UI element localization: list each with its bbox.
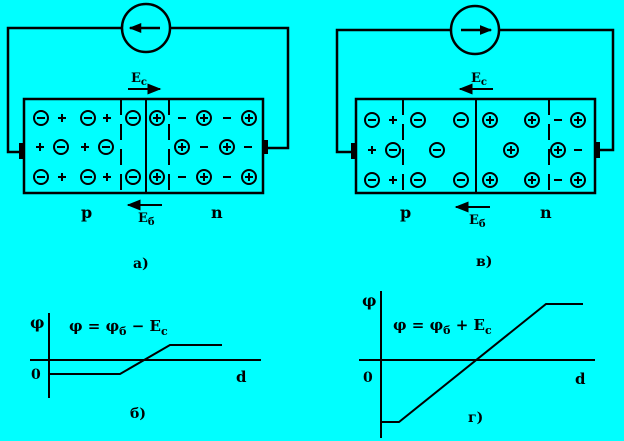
ion-plus-icon bbox=[482, 112, 498, 128]
circuit-wire-a-right bbox=[170, 26, 290, 150]
ion-plus-icon bbox=[524, 172, 540, 188]
caption-v: в) bbox=[476, 254, 492, 270]
n-region-label-v: n bbox=[540, 203, 552, 222]
hole-plus-icon bbox=[58, 114, 66, 122]
ion-plus-icon bbox=[196, 110, 212, 126]
hole-plus-icon bbox=[368, 146, 376, 154]
p-region-label-v: p bbox=[400, 203, 411, 222]
field-label-c-a: Ec bbox=[131, 71, 147, 88]
caption-a: а) bbox=[133, 256, 149, 272]
hole-plus-icon bbox=[81, 143, 89, 151]
n-region-label-a: n bbox=[211, 203, 223, 222]
equation-b: φ = φб − Ec bbox=[69, 317, 168, 338]
equation-g: φ = φб + Ec bbox=[393, 316, 492, 337]
ion-minus-icon bbox=[80, 169, 96, 185]
potential-curve-g bbox=[381, 303, 583, 423]
x-axis-label-g: d bbox=[575, 370, 586, 388]
hole-plus-icon bbox=[103, 173, 111, 181]
ion-plus-icon bbox=[241, 110, 257, 126]
circuit-wire-v bbox=[335, 28, 450, 154]
ion-minus-icon bbox=[53, 139, 69, 155]
hole-plus-icon bbox=[389, 116, 397, 124]
ion-minus-icon bbox=[33, 110, 49, 126]
ion-plus-icon bbox=[219, 139, 235, 155]
ion-minus-icon bbox=[453, 112, 469, 128]
p-region-label-a: p bbox=[81, 203, 92, 222]
galvanometer-icon bbox=[120, 2, 172, 54]
hole-plus-icon bbox=[58, 173, 66, 181]
ion-minus-icon bbox=[364, 172, 380, 188]
ion-minus-icon bbox=[410, 112, 426, 128]
contact-right-icon bbox=[594, 142, 600, 158]
panel-b: φ φ = φб − Ec 0 d б) bbox=[30, 313, 261, 422]
circuit-wire-v-right bbox=[500, 28, 615, 152]
ion-plus-icon bbox=[524, 112, 540, 128]
charges-a bbox=[33, 110, 257, 185]
ion-minus-icon bbox=[385, 142, 401, 158]
x-axis-label-b: d bbox=[236, 368, 247, 386]
contact-left-icon bbox=[351, 143, 357, 159]
charges-v bbox=[364, 112, 586, 188]
ion-minus-icon bbox=[364, 112, 380, 128]
caption-b: б) bbox=[130, 406, 146, 422]
y-axis-label-b: φ bbox=[30, 313, 44, 332]
panel-a: Ec Eб p n а) bbox=[6, 2, 290, 272]
ion-plus-icon bbox=[149, 169, 165, 185]
field-label-b-v: Eб bbox=[469, 213, 486, 230]
origin-label-b: 0 bbox=[31, 367, 41, 383]
field-label-c-v: Ec bbox=[471, 71, 487, 88]
ion-minus-icon bbox=[80, 110, 96, 126]
ion-minus-icon bbox=[98, 139, 114, 155]
galvanometer-icon bbox=[449, 4, 501, 56]
ion-plus-icon bbox=[196, 169, 212, 185]
hole-plus-icon bbox=[103, 114, 111, 122]
ion-plus-icon bbox=[482, 172, 498, 188]
contact-right-icon bbox=[262, 140, 268, 154]
y-axis-label-g: φ bbox=[362, 291, 376, 310]
ion-minus-icon bbox=[125, 110, 141, 126]
ion-minus-icon bbox=[33, 169, 49, 185]
ion-minus-icon bbox=[125, 169, 141, 185]
ion-plus-icon bbox=[570, 112, 586, 128]
origin-label-g: 0 bbox=[363, 370, 373, 386]
panel-g: φ φ = φб + Ec 0 d г) bbox=[359, 291, 595, 438]
field-label-b-a: Eб bbox=[138, 211, 155, 228]
potential-curve-b bbox=[49, 344, 222, 375]
contact-left-icon bbox=[19, 143, 25, 159]
ion-plus-icon bbox=[174, 139, 190, 155]
ion-plus-icon bbox=[570, 172, 586, 188]
circuit-wire-a bbox=[6, 26, 122, 154]
ion-minus-icon bbox=[453, 172, 469, 188]
ion-plus-icon bbox=[241, 169, 257, 185]
ion-minus-icon bbox=[429, 142, 445, 158]
caption-g: г) bbox=[468, 410, 483, 426]
hole-plus-icon bbox=[36, 143, 44, 151]
ion-minus-icon bbox=[410, 172, 426, 188]
hole-plus-icon bbox=[389, 176, 397, 184]
ion-plus-icon bbox=[550, 142, 566, 158]
panel-v: Ec Eб p n в) bbox=[335, 4, 615, 270]
ion-plus-icon bbox=[503, 142, 519, 158]
ion-plus-icon bbox=[149, 110, 165, 126]
